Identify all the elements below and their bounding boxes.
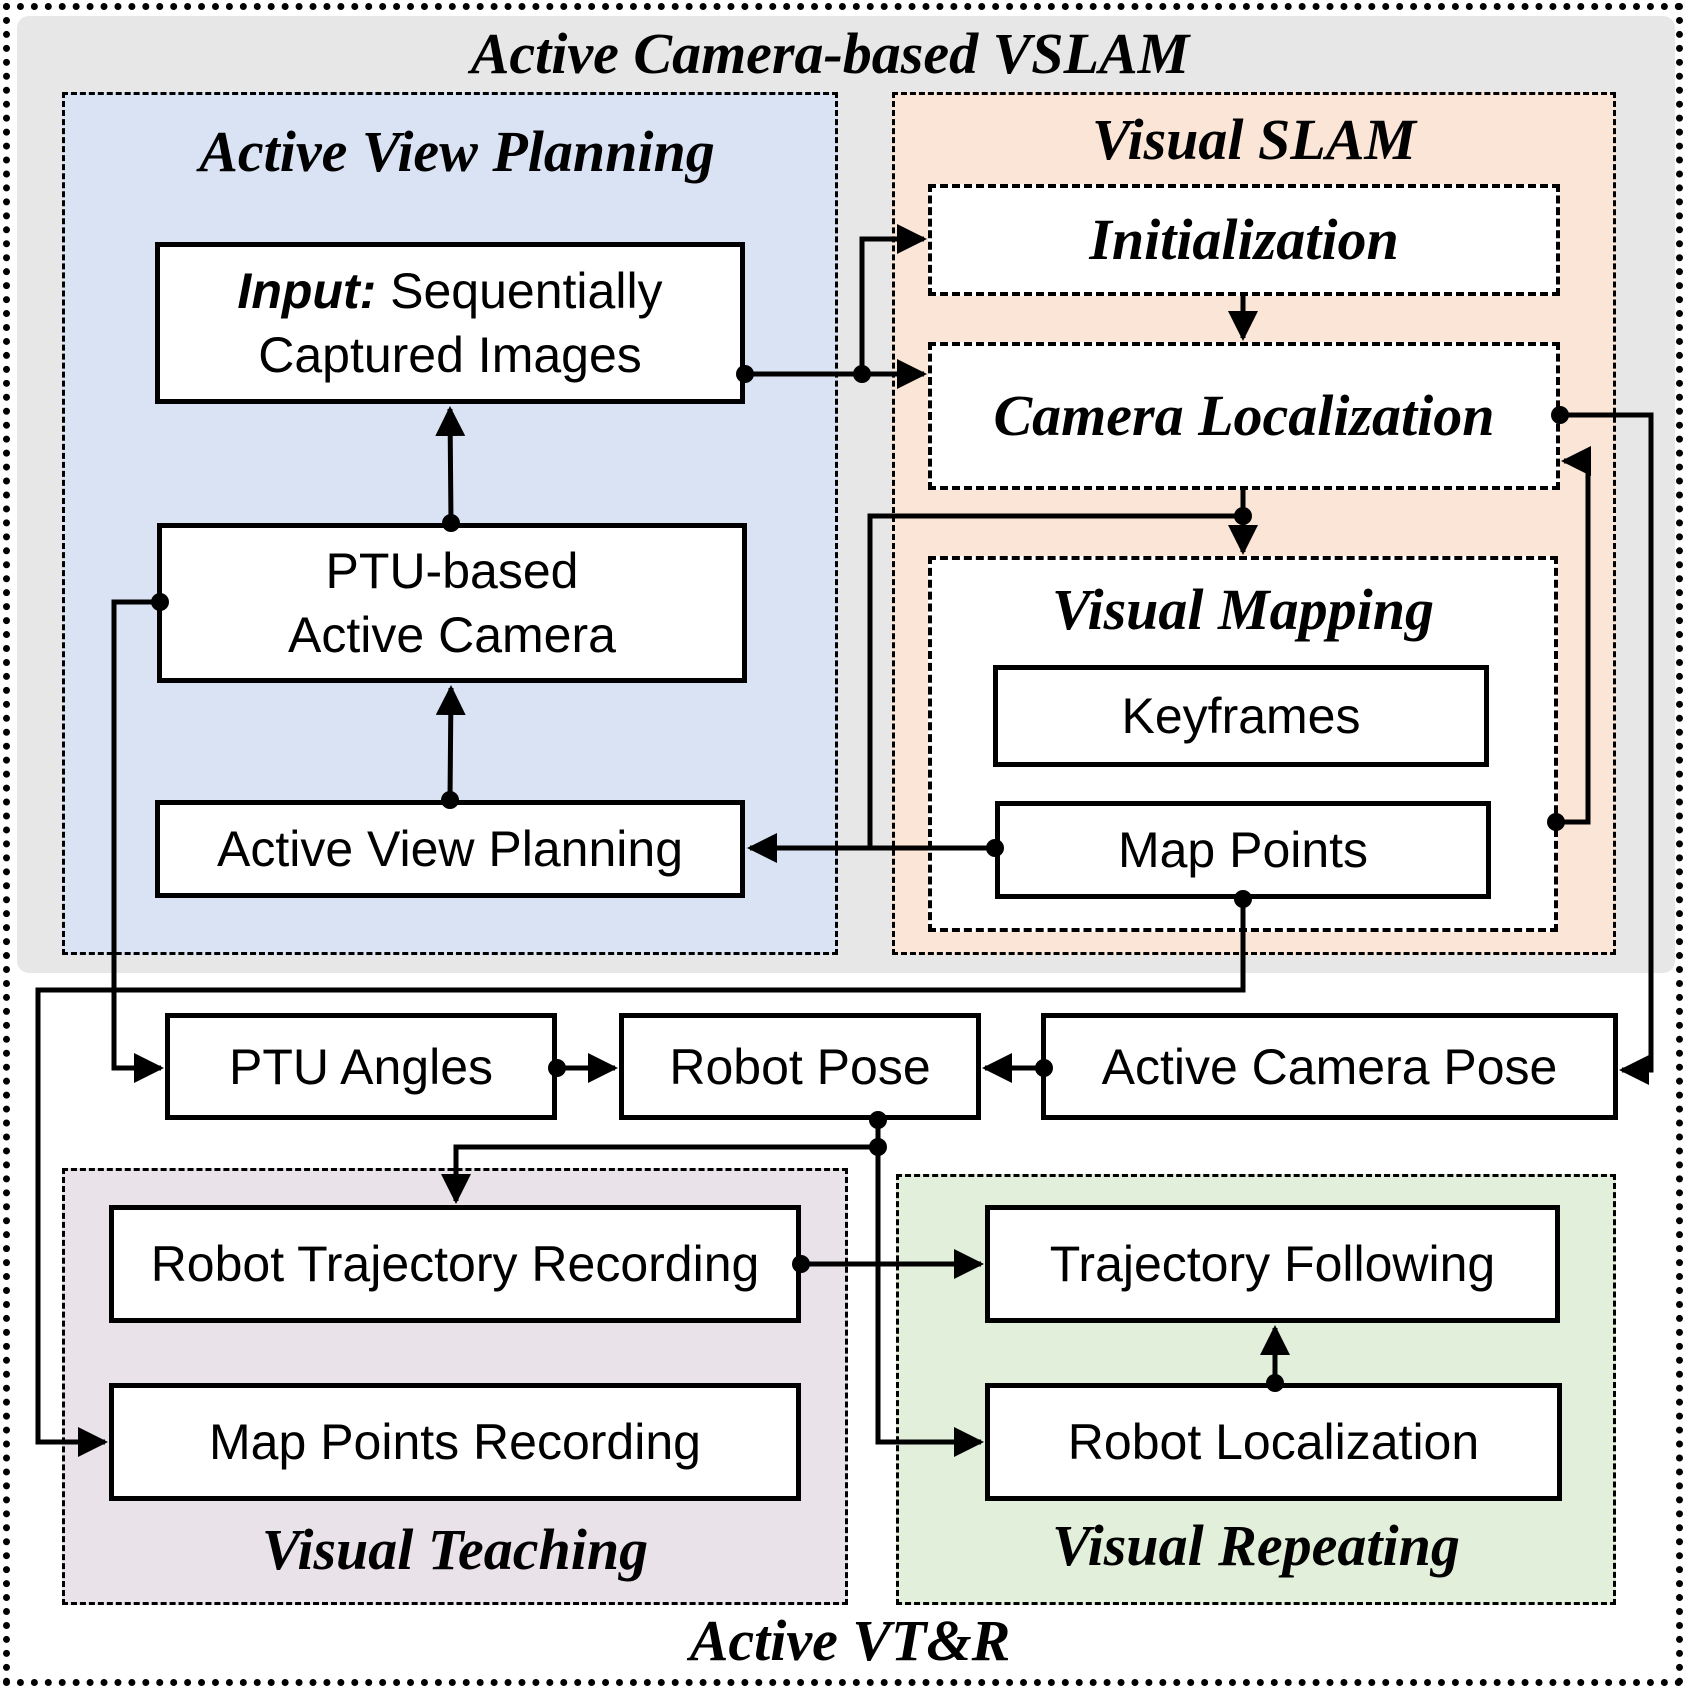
robot-pose-to-recording-connector <box>441 1120 881 1204</box>
ptu-camera-to-input-connector <box>435 406 466 524</box>
ptu-angles-box: PTU Angles <box>165 1013 557 1120</box>
junction-dot <box>151 593 169 611</box>
localization-to-view-planning-connector <box>747 513 1243 863</box>
junction-dot <box>792 1255 810 1273</box>
localization-to-camera-pose-connector <box>1560 412 1654 1085</box>
ptu-camera-line1: PTU-based <box>325 543 579 599</box>
junction-dot <box>1035 1059 1053 1077</box>
camera-localization-label: Camera Localization <box>993 383 1495 448</box>
ptu-camera-line2: Active Camera <box>288 607 616 663</box>
visual-teaching-title: Visual Teaching <box>261 1517 649 1582</box>
keyframes-box: Keyframes <box>993 665 1489 767</box>
mapping-to-localization-connector <box>1556 446 1591 825</box>
junction-dot <box>869 1138 887 1156</box>
map-points-to-recording-connector <box>35 899 1246 1457</box>
input-images-line1: Input: Sequentially <box>237 259 662 323</box>
robot-pose-box: Robot Pose <box>619 1013 981 1120</box>
active-view-planning-title: Active View Planning <box>199 119 715 184</box>
junction-dot <box>853 365 871 383</box>
junction-dot <box>869 1111 887 1129</box>
junction-dot <box>442 514 460 532</box>
active-camera-pose-box: Active Camera Pose <box>1041 1013 1618 1120</box>
ptu-active-camera-box: PTU-based Active Camera <box>157 523 747 683</box>
planner-to-ptu-camera-connector <box>435 685 466 801</box>
input-images-line2: Captured Images <box>258 327 642 383</box>
ptu-camera-to-angles-connector <box>111 599 164 1083</box>
junction-dot <box>548 1059 566 1077</box>
input-prefix: Input: <box>237 263 377 319</box>
junction-dot <box>1547 813 1565 831</box>
junction-dot <box>1234 890 1252 908</box>
junction-dot <box>1551 406 1569 424</box>
initialization-box: Initialization <box>928 184 1560 296</box>
input-to-initialization-connector <box>859 224 927 374</box>
visual-mapping-title: Visual Mapping <box>1052 577 1434 642</box>
active-vtr-title: Active VT&R <box>689 1608 1011 1673</box>
active-vslam-title: Active Camera-based VSLAM <box>470 21 1190 86</box>
active-view-planning-box: Active View Planning <box>155 800 745 898</box>
visual-slam-title: Visual SLAM <box>1092 107 1416 172</box>
active-vtr-outer-frame <box>3 3 1683 1686</box>
input-images-text1: Sequentially <box>376 263 663 319</box>
input-images-box: Input: Sequentially Captured Images <box>155 242 745 404</box>
visual-repeating-title: Visual Repeating <box>1052 1513 1460 1578</box>
junction-dot <box>1234 507 1252 525</box>
initialization-label: Initialization <box>1089 207 1399 272</box>
junction-dot <box>1266 1374 1284 1392</box>
map-points-box: Map Points <box>995 801 1491 899</box>
map-points-recording-box: Map Points Recording <box>109 1383 801 1501</box>
junction-dot <box>986 839 1004 857</box>
junction-dot <box>736 365 754 383</box>
junction-dot <box>441 791 459 809</box>
trajectory-following-box: Trajectory Following <box>985 1205 1560 1323</box>
robot-pose-to-localization-connector <box>875 1147 984 1457</box>
camera-localization-box: Camera Localization <box>928 342 1560 490</box>
